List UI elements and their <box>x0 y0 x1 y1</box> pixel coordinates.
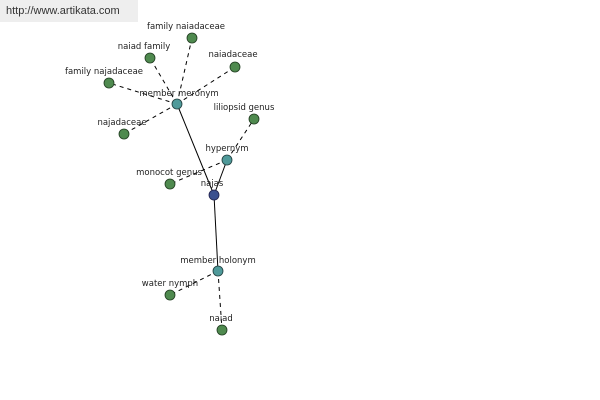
node-naiadaceae[interactable] <box>229 61 241 73</box>
label-najadaceae: najadaceae <box>97 118 146 128</box>
graph-edges <box>108 37 255 331</box>
edge-hypernym-to-monocot-genus <box>169 159 228 185</box>
node-monocot-genus[interactable] <box>164 178 176 190</box>
edge-najas-to-member-holonym <box>213 194 219 272</box>
node-naiad-family[interactable] <box>144 52 156 64</box>
label-najas: najas <box>201 179 224 189</box>
label-monocot-genus: monocot genus <box>136 168 202 178</box>
label-member-holonym: member holonym <box>180 256 255 266</box>
label-water-nymph: water nymph <box>142 279 198 289</box>
edge-member-meronym-to-family-najadaceae <box>108 82 178 105</box>
edge-member-meronym-to-naiad-family <box>149 57 178 105</box>
label-member-meronym: member meronym <box>139 89 218 99</box>
node-najadaceae[interactable] <box>118 128 130 140</box>
label-hypernym: hypernym <box>205 144 248 154</box>
label-naiad: naiad <box>209 314 233 324</box>
node-member-holonym[interactable] <box>212 265 224 277</box>
node-family-najadaceae[interactable] <box>103 77 115 89</box>
node-najas[interactable] <box>208 189 220 201</box>
node-naiad[interactable] <box>216 324 228 336</box>
node-family-naiadaceae[interactable] <box>186 32 198 44</box>
edge-najas-to-member-meronym <box>176 103 215 196</box>
label-liliopsid-genus: liliopsid genus <box>214 103 275 113</box>
node-member-meronym[interactable] <box>171 98 183 110</box>
label-family-naiadaceae: family naiadaceae <box>147 22 225 32</box>
edge-member-holonym-to-water-nymph <box>169 270 219 296</box>
edge-member-meronym-to-najadaceae <box>123 103 178 135</box>
graph-labels: najas member meronym hypernym member holony… <box>65 22 275 324</box>
edge-member-holonym-to-naiad <box>217 270 223 331</box>
edge-member-meronym-to-family-naiadaceae <box>176 37 193 105</box>
label-family-najadaceae: family najadaceae <box>65 67 143 77</box>
graph-nodes <box>103 32 260 336</box>
node-water-nymph[interactable] <box>164 289 176 301</box>
node-liliopsid-genus[interactable] <box>248 113 260 125</box>
url-watermark: http://www.artikata.com <box>0 0 138 22</box>
edge-najas-to-hypernym <box>213 159 228 196</box>
edge-member-meronym-to-naiadaceae <box>176 66 236 105</box>
edge-hypernym-to-liliopsid-genus <box>226 118 255 161</box>
label-naiad-family: naiad family <box>118 42 171 52</box>
node-hypernym[interactable] <box>221 154 233 166</box>
label-naiadaceae: naiadaceae <box>208 50 257 60</box>
